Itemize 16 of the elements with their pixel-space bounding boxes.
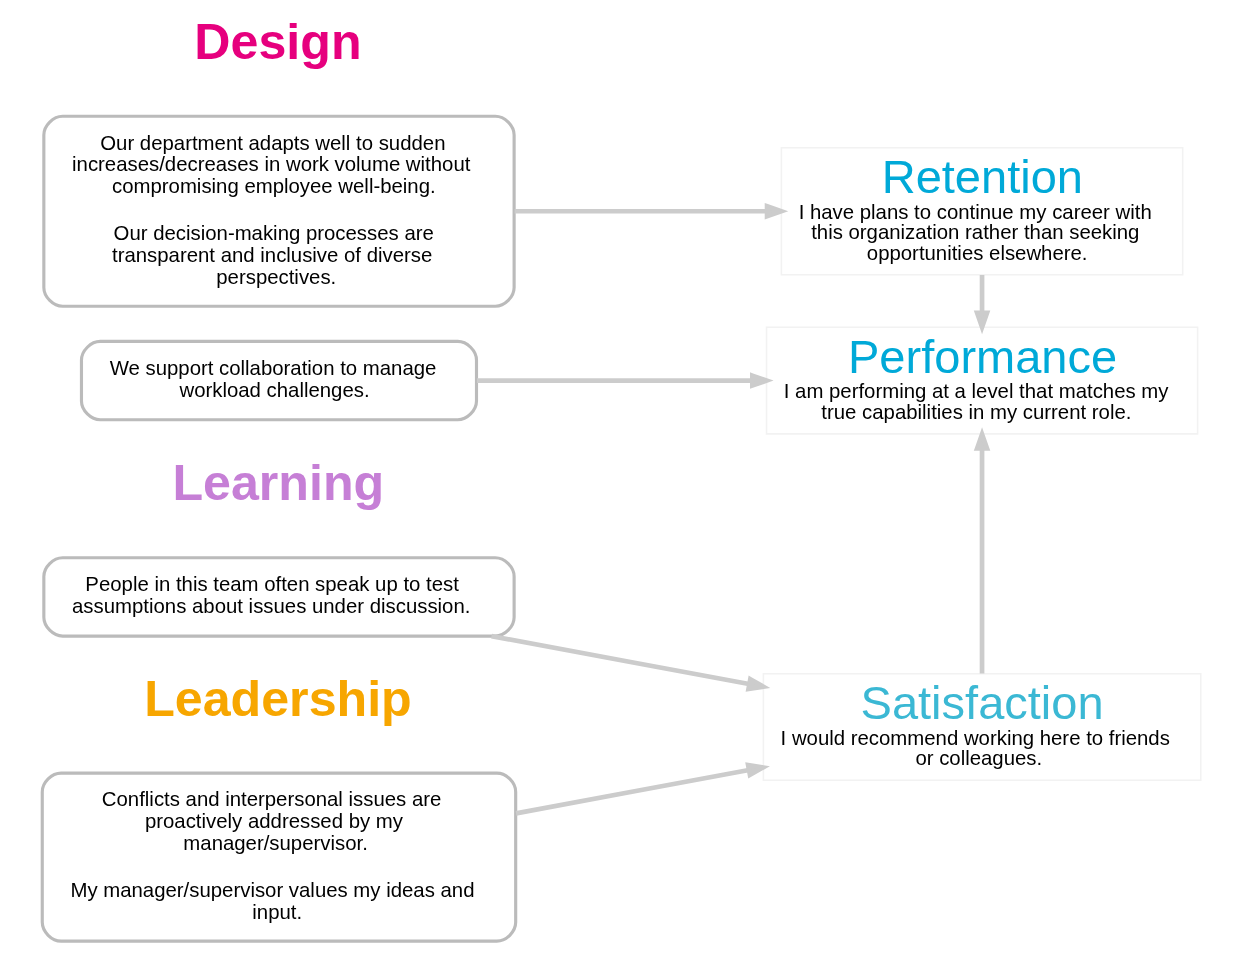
node-box: We support collaboration to manage workload challenges. [79,339,479,422]
arrow [973,427,991,674]
arrow [491,633,771,692]
arrow [476,372,774,389]
label: Design [194,14,362,71]
node-box: Conflicts and interpersonal issues are proactively addressed by my manager/supervisor. My manager/supervisor values my ideas and input. [40,771,518,943]
label: Learning [172,454,385,511]
arrow [514,203,789,220]
label: Leadership [144,671,412,728]
node-box: Satisfaction I would recommend working here to friends or colleagues. [762,672,1202,782]
node-box: People in this team often speak up to test assumptions about issues under discussion. [42,556,516,638]
node-box: Our department adapts well to sudden increases/decreases in work volume without compromising employee well-being. Our decision-making processes are transparent and inclusive of diverse perspectives. [42,114,516,308]
node-box: Retention I have plans to continue my career with this organization rather than seeking opportunities elsewhere. [780,147,1184,276]
arrow [515,762,770,816]
arrow [973,275,991,335]
node-box: Performance I am performing at a level that matches my true capabilities in my current role. [765,326,1199,435]
